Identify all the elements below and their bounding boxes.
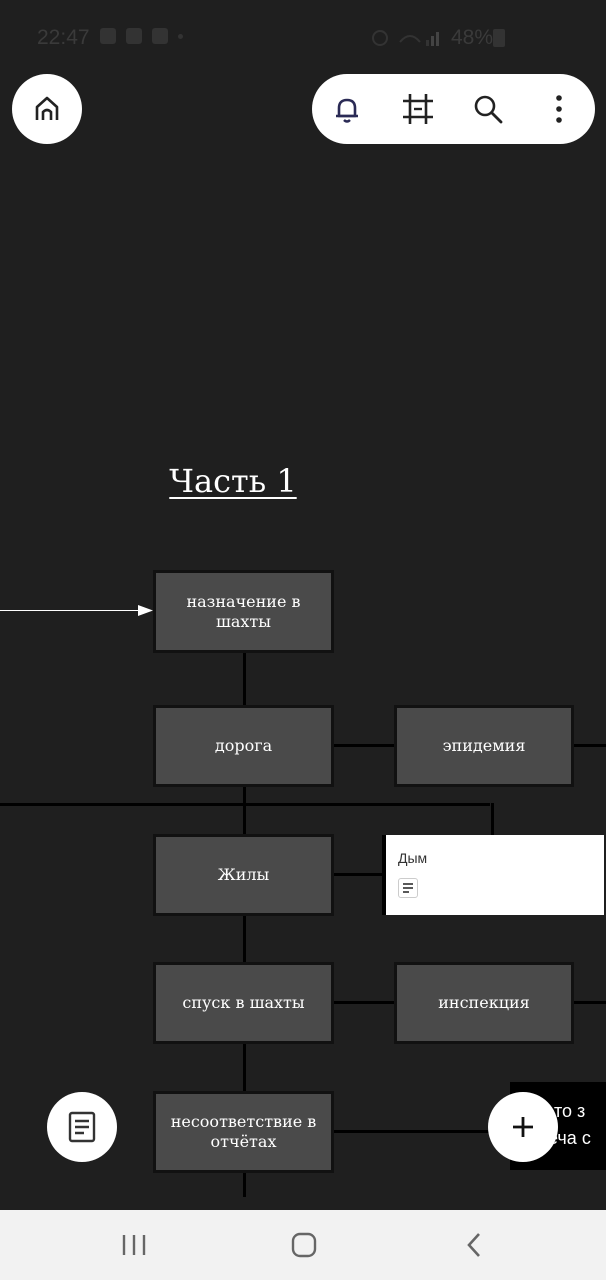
system-navigation-bar	[0, 1210, 606, 1280]
branch-down-connector	[491, 803, 494, 835]
bell-icon	[336, 98, 358, 123]
status-bar: 22:47 48%	[0, 0, 606, 78]
search-icon	[474, 95, 503, 124]
card-left-border	[382, 835, 386, 915]
plus-icon	[513, 1117, 533, 1137]
system-status-icons	[372, 30, 439, 46]
notes-icon	[398, 878, 418, 898]
status-time: 22:47	[37, 26, 90, 49]
home-circle-icon	[291, 1232, 317, 1258]
node-descent[interactable]: спуск в шахты	[153, 962, 334, 1044]
more-options-button[interactable]	[541, 91, 577, 127]
add-button[interactable]	[488, 1092, 558, 1162]
battery-icon	[493, 29, 505, 47]
more-vert-icon	[556, 95, 562, 123]
connector-inspection-right	[573, 1001, 606, 1004]
notifications-button[interactable]	[329, 91, 365, 127]
recents-button[interactable]	[114, 1228, 154, 1262]
gallery-notification-icon	[126, 28, 142, 44]
arrow-head-icon	[138, 605, 153, 616]
recents-icon	[122, 1235, 146, 1255]
home-button[interactable]	[12, 74, 82, 144]
connector-descent-inspection	[333, 1001, 395, 1004]
node-veins[interactable]: Жилы	[153, 834, 334, 916]
note-card-title: Дым	[398, 850, 428, 866]
home-icon	[35, 96, 59, 120]
node-inspection[interactable]: инспекция	[394, 962, 574, 1044]
back-button[interactable]	[454, 1228, 494, 1262]
connector-veins-card	[333, 873, 383, 876]
document-icon	[68, 1111, 96, 1143]
connector-mismatch-right	[333, 1130, 510, 1133]
connector-epidemic-right	[573, 744, 606, 747]
node-epidemic[interactable]: эпидемия	[394, 705, 574, 787]
branch-horizontal-connector	[0, 803, 490, 806]
section-title[interactable]: Часть 1	[169, 462, 297, 500]
nav-home-button[interactable]	[284, 1228, 324, 1262]
crop-frame-icon	[403, 94, 433, 124]
search-button[interactable]	[470, 91, 506, 127]
app2-notification-icon	[152, 28, 168, 44]
main-vertical-connector	[243, 652, 246, 1197]
node-assignment[interactable]: назначение в шахты	[153, 570, 334, 653]
node-road[interactable]: дорога	[153, 705, 334, 787]
app-notification-icon	[100, 28, 116, 44]
more-notifications-dot-icon	[178, 34, 183, 39]
notes-button[interactable]	[47, 1092, 117, 1162]
top-toolbar	[312, 74, 595, 144]
frame-button[interactable]	[400, 91, 436, 127]
back-icon	[467, 1233, 480, 1257]
notification-icons	[100, 28, 183, 44]
note-card[interactable]: Дым	[386, 835, 604, 915]
incoming-arrow-line	[0, 610, 140, 611]
connector-road-epidemic	[333, 744, 395, 747]
node-mismatch[interactable]: несоответствие в отчётах	[153, 1091, 334, 1173]
battery-level: 48%	[451, 26, 494, 49]
